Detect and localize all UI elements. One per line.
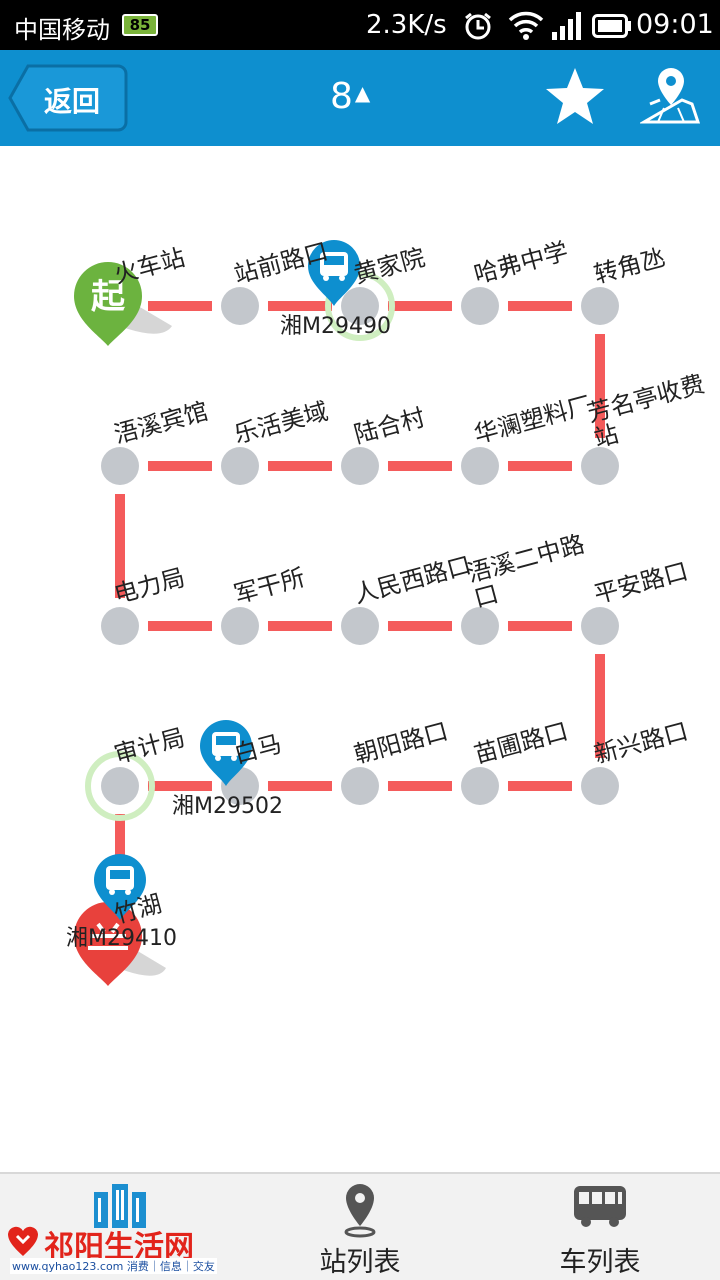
location-pin-icon [336,1182,384,1242]
station-stop [461,287,499,325]
direction-toggle-icon: ▲ [354,81,371,105]
station-stop [461,767,499,805]
bus-plate[interactable]: 湘M29502 [172,794,283,819]
carrier-name: 中国移动 [14,16,110,44]
start-badge [74,262,142,346]
battery-icon [592,14,632,42]
station-stop [221,607,259,645]
station-stop [101,767,139,805]
app-header: 返回 8▲ [0,50,720,146]
favorite-button[interactable] [544,66,606,130]
station-stop [461,447,499,485]
back-button[interactable]: 返回 [8,64,128,132]
star-icon [544,68,606,130]
station-stop [221,447,259,485]
station-stop [101,607,139,645]
bus-icon [570,1182,630,1234]
station-stop [581,767,619,805]
bus-marker-wheel [109,889,115,895]
clock: 09:01 [636,9,714,40]
bus-marker-wheel [125,889,131,895]
bus-plate[interactable]: 湘M29410 [66,926,177,951]
building-icon [90,1182,150,1232]
station-stop [341,287,379,325]
bus-arrival-ring [85,751,155,821]
station-stop [341,447,379,485]
bus-marker-wheel [231,755,237,761]
route-number: 8 [330,76,353,117]
battery-level-badge: 85 [122,14,158,36]
tab-bus-list-label: 车列表 [559,1247,641,1278]
tab-bus-list[interactable]: 车列表 [480,1174,720,1280]
logo-url: www.qyhao123.com 消费｜信息｜交友 [10,1258,217,1274]
map-view-button[interactable] [638,64,702,130]
network-speed: 2.3K/s [366,10,447,40]
bus-marker-wheel [323,275,329,281]
bus-marker-window [216,736,236,745]
end-badge [74,902,142,986]
site-logo: 祁阳生活网 www.qyhao123.com 消费｜信息｜交友 [4,1222,217,1280]
tab-station-list[interactable]: 站列表 [240,1174,480,1280]
status-bar: 中国移动 85 2.3K/s 09:01 [0,0,720,50]
station-stop [581,447,619,485]
end-badge-glyph [88,922,128,950]
alarm-icon [462,10,494,46]
bus-plate[interactable]: 湘M29490 [280,314,391,339]
start-badge-label: 起 [91,277,126,317]
bus-arrival-ring [325,271,395,341]
route-title[interactable]: 8▲ [330,76,370,117]
bus-marker-wheel [339,275,345,281]
back-button-label: 返回 [44,85,101,118]
route-map: 起 火车站站前路口黄家院哈弗中学转角氹芳名亭收费站华澜塑料厂陆合村乐活美域浯溪宾… [0,146,720,1172]
map-pin-icon [638,68,702,130]
station-stop [221,287,259,325]
station-stop [581,607,619,645]
bottom-tab-bar: 祁阳生活网 www.qyhao123.com 消费｜信息｜交友 站列表 车列表 [0,1172,720,1280]
station-stop [461,607,499,645]
bus-marker-window [110,870,130,879]
station-stop [101,447,139,485]
station-stop [341,767,379,805]
station-stop [581,287,619,325]
wifi-icon [508,10,544,44]
route-diagram: 起 [74,240,619,986]
tab-home[interactable]: 祁阳生活网 www.qyhao123.com 消费｜信息｜交友 [0,1174,240,1280]
signal-icon [550,12,582,44]
bus-marker-window [324,256,344,265]
station-stop [341,607,379,645]
tab-station-list-label: 站列表 [319,1247,401,1278]
bus-marker-wheel [215,755,221,761]
